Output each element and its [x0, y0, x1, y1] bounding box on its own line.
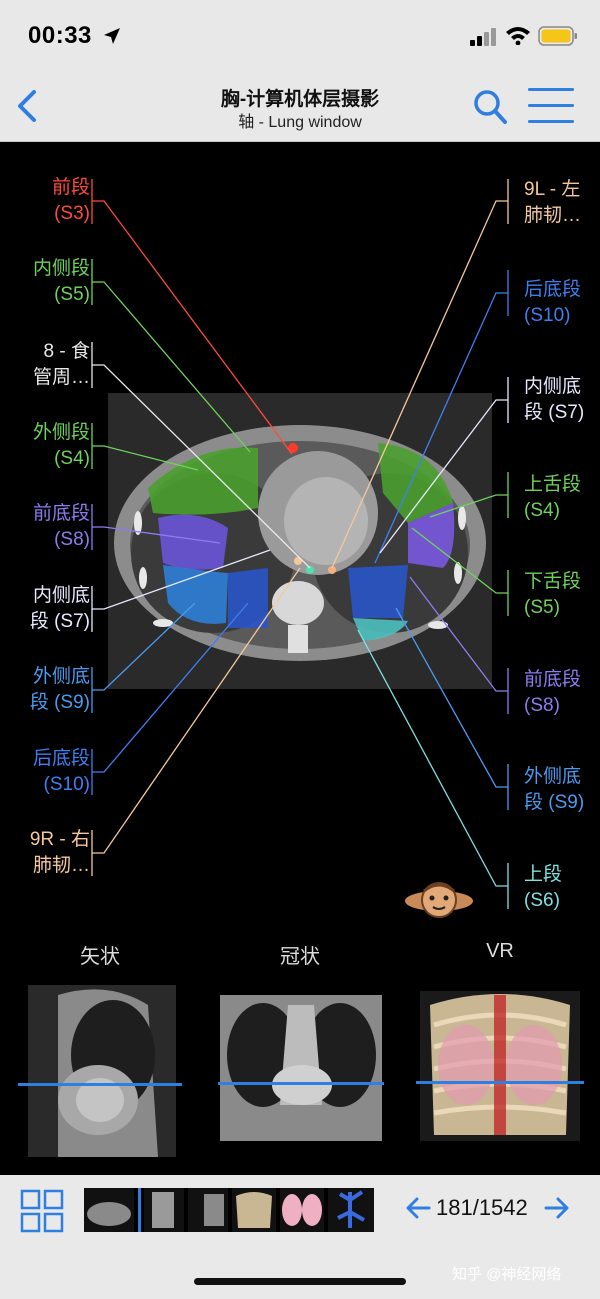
page-counter: 181/1542 [436, 1195, 528, 1220]
segment-label-right-s4[interactable]: 上舌段 (S4) [524, 474, 582, 521]
segment-label-right-s7[interactable]: 内侧底 段 (S7) [524, 376, 585, 423]
sagittal-thumbnail[interactable] [18, 985, 188, 1157]
navigation-bar: 胸-计算机体层摄影 轴 - Lung window [0, 72, 600, 142]
segment-label-right-s5[interactable]: 下舌段 (S5) [524, 571, 582, 618]
menu-icon[interactable] [526, 86, 576, 126]
thumb-title-sagittal: 矢状 [80, 946, 120, 968]
segment-label-right-s6[interactable]: 上段 (S6) [524, 864, 563, 911]
vr-thumbnail[interactable] [416, 985, 584, 1157]
filmstrip-frames[interactable] [84, 1188, 374, 1232]
watermark: 知乎 @神经网络 [452, 1266, 562, 1283]
filmstrip-position-marker[interactable] [138, 1188, 141, 1232]
segment-label-right-9l[interactable]: 9L - 左 肺韧… [524, 179, 582, 226]
segment-label-left-s3[interactable]: 前段 (S3) [51, 177, 90, 224]
segment-label-left-9r[interactable]: 9R - 右 肺韧… [29, 829, 90, 876]
status-time: 00:33 [28, 22, 92, 49]
segment-leader-lines [91, 179, 509, 909]
thumb-title-vr: VR [486, 940, 514, 962]
segment-label-right-s10[interactable]: 后底段 (S10) [524, 279, 582, 326]
segment-label-left-s10[interactable]: 后底段 (S10) [32, 748, 90, 795]
segment-label-right-s9[interactable]: 外侧底 段 (S9) [524, 766, 585, 813]
thumb-title-coronal: 冠状 [280, 946, 320, 968]
coronal-thumbnail[interactable] [218, 985, 384, 1157]
ct-viewer[interactable]: 前段 (S3) 内侧段 (S5) 8 - 食 管周… 外侧段 (S4) 前底段 … [0, 143, 600, 933]
series-filmstrip[interactable] [84, 1188, 374, 1232]
status-bar: 00:33 [0, 0, 600, 72]
battery-icon [538, 26, 577, 46]
segment-label-right-s8[interactable]: 前底段 (S8) [524, 669, 582, 716]
segment-label-left-s9[interactable]: 外侧底 段 (S9) [29, 666, 90, 713]
segment-label-left-s5[interactable]: 内侧段 (S5) [32, 258, 90, 305]
page-title: 胸-计算机体层摄影 [220, 89, 380, 110]
mascot-icon[interactable] [404, 879, 474, 921]
segment-label-left-s4[interactable]: 外侧段 (S4) [32, 422, 90, 469]
next-arrow-icon[interactable] [544, 1197, 570, 1219]
cellular-signal-icon [470, 28, 496, 46]
back-chevron-icon[interactable] [12, 86, 44, 126]
previous-arrow-icon[interactable] [405, 1197, 431, 1219]
segment-label-left-s7[interactable]: 内侧底 段 (S7) [29, 585, 90, 632]
segment-label-left-8[interactable]: 8 - 食 管周… [32, 341, 90, 388]
location-arrow-icon [104, 28, 120, 44]
segment-label-left-s8[interactable]: 前底段 (S8) [32, 503, 90, 550]
home-indicator[interactable] [194, 1278, 406, 1285]
wifi-icon [506, 27, 530, 45]
ct-axial-slice[interactable] [108, 393, 492, 689]
page-subtitle: 轴 - Lung window [238, 114, 362, 131]
search-icon[interactable] [472, 88, 508, 126]
bottom-toolbar: 181/1542 知乎 @神经网络 [0, 1175, 600, 1299]
grid-view-icon[interactable] [20, 1189, 64, 1233]
